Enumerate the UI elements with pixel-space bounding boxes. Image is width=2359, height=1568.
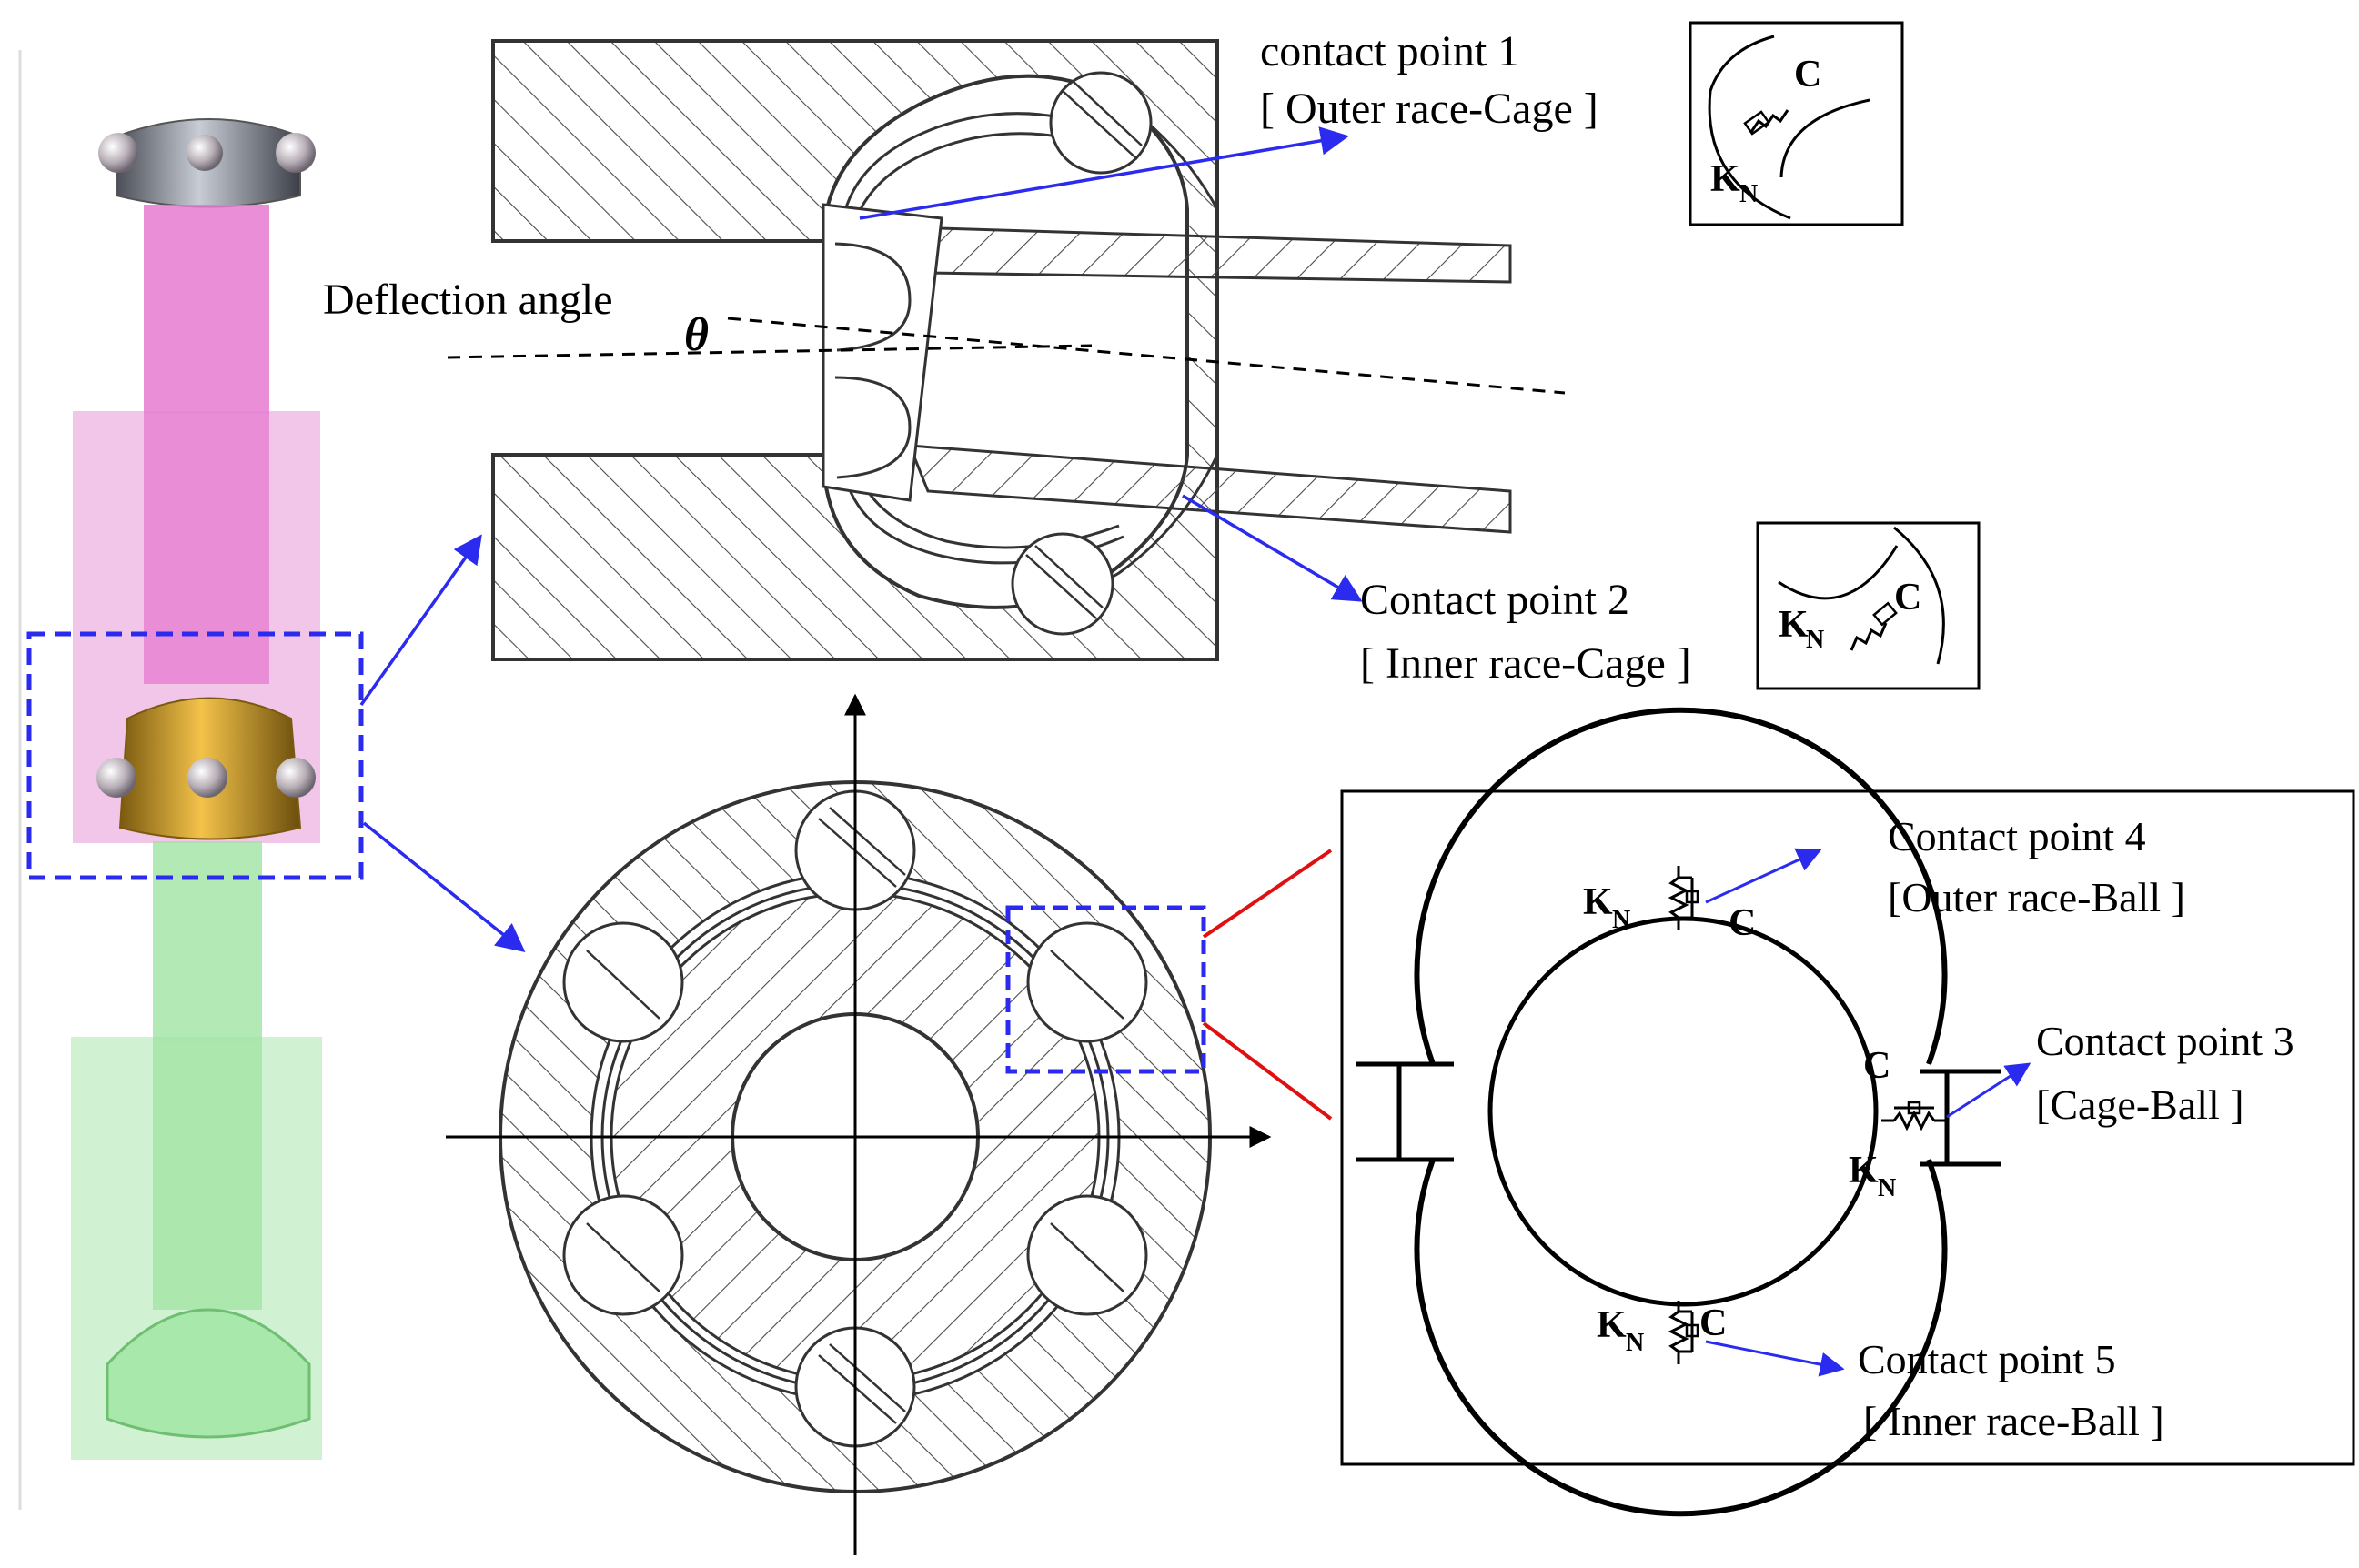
upper-shaft	[144, 205, 269, 414]
arrow-to-front-view	[362, 821, 526, 952]
cp3-stiffness-sub: N	[1878, 1174, 1896, 1202]
inset2-stiffness: K	[1779, 604, 1809, 646]
cp3-title: Contact point 3	[2036, 1018, 2294, 1064]
cp5-subtitle: [ Inner race-Ball ]	[1863, 1398, 2164, 1444]
front-zoom-box	[1005, 905, 1206, 1074]
arrow-contact-point-1	[859, 126, 1350, 220]
spring-damper-cp5	[1668, 1301, 1699, 1364]
top-ball-right	[276, 133, 316, 173]
front-ball-upper-right	[1026, 921, 1148, 1043]
side-ball-top	[1049, 71, 1153, 175]
ball-outline-bottom	[1414, 1158, 1948, 1517]
cp3-damping: C	[1863, 1045, 1890, 1087]
arrow-contact-point-4	[1705, 848, 1822, 904]
upper-shaft-inner	[144, 411, 269, 684]
cp3-stiffness: K	[1849, 1150, 1879, 1191]
side-ball-bottom	[1011, 532, 1114, 636]
lower-shaft-inner	[153, 1037, 262, 1310]
zoom-line-top	[1202, 849, 1333, 939]
front-ball-lower-left	[562, 1194, 684, 1316]
detail-box: K N C C K N K N C Contact point 4 [Outer…	[1340, 707, 2355, 1517]
cp4-title: Contact point 4	[1888, 813, 2146, 859]
inner-race-groove-2	[834, 376, 912, 479]
inner-race-groove-1	[834, 242, 912, 352]
zoom-line-bottom	[1202, 1021, 1333, 1121]
inset2-damping: C	[1894, 577, 1921, 618]
deflected-axis	[727, 317, 1566, 395]
cp1-subtitle: [ Outer race-Cage ]	[1260, 85, 1598, 133]
arrow-contact-point-2	[1182, 494, 1363, 602]
spring-damper-cp3	[1881, 1101, 1947, 1131]
inset1-stiffness-sub: N	[1739, 180, 1758, 208]
shaft-upper-wall	[907, 226, 1512, 284]
arrow-to-side-view	[359, 534, 482, 707]
cage-ball-right	[276, 758, 316, 798]
inset-contact-1: C K N	[1689, 21, 1904, 226]
cage-ball-left	[96, 758, 136, 798]
front-ball-lower-right	[1026, 1194, 1148, 1316]
shaft-lower-wall	[907, 444, 1512, 534]
cp5-stiffness-sub: N	[1626, 1329, 1644, 1357]
lower-shaft	[153, 841, 262, 1041]
cage-ball-middle	[187, 758, 227, 798]
lower-ball-end	[106, 1308, 311, 1439]
cp2-title: Contact point 2	[1360, 576, 1629, 624]
cp4-subtitle: [Outer race-Ball ]	[1888, 874, 2185, 920]
inset1-damping: C	[1794, 54, 1821, 95]
cp5-stiffness: K	[1597, 1304, 1627, 1346]
spring-damper-cp4	[1668, 866, 1699, 930]
cp5-damping: C	[1699, 1302, 1727, 1344]
inner-race	[822, 203, 943, 502]
cp3-subtitle: [Cage-Ball ]	[2036, 1081, 2244, 1128]
left-zoom-box	[26, 631, 364, 880]
inset2-stiffness-sub: N	[1806, 626, 1824, 654]
inset1-stiffness: K	[1710, 158, 1740, 200]
left-3d-model	[18, 50, 364, 1510]
reference-axis	[447, 344, 1093, 359]
cp2-subtitle: [ Inner race-Cage ]	[1360, 639, 1691, 688]
cp4-damping: C	[1729, 902, 1756, 944]
top-ball-left	[98, 133, 138, 173]
cp5-title: Contact point 5	[1858, 1336, 2116, 1382]
cp4-stiffness-sub: N	[1612, 906, 1630, 934]
arrow-contact-point-5	[1705, 1340, 1845, 1377]
deflection-angle-label: Deflection angle	[323, 276, 613, 324]
cp1-title: contact point 1	[1260, 27, 1519, 75]
inset-contact-2: C K N	[1756, 521, 1981, 690]
top-ball-middle	[187, 135, 223, 171]
front-ball-upper-left	[562, 921, 684, 1043]
side-section-view	[447, 39, 1566, 661]
arrow-contact-point-3	[1946, 1062, 2031, 1119]
front-section-view	[446, 693, 1272, 1555]
outer-race-surface-top	[822, 75, 1219, 242]
ball-outline-top	[1414, 707, 1948, 1066]
cp4-stiffness: K	[1583, 881, 1613, 923]
theta-symbol: θ	[684, 309, 709, 361]
